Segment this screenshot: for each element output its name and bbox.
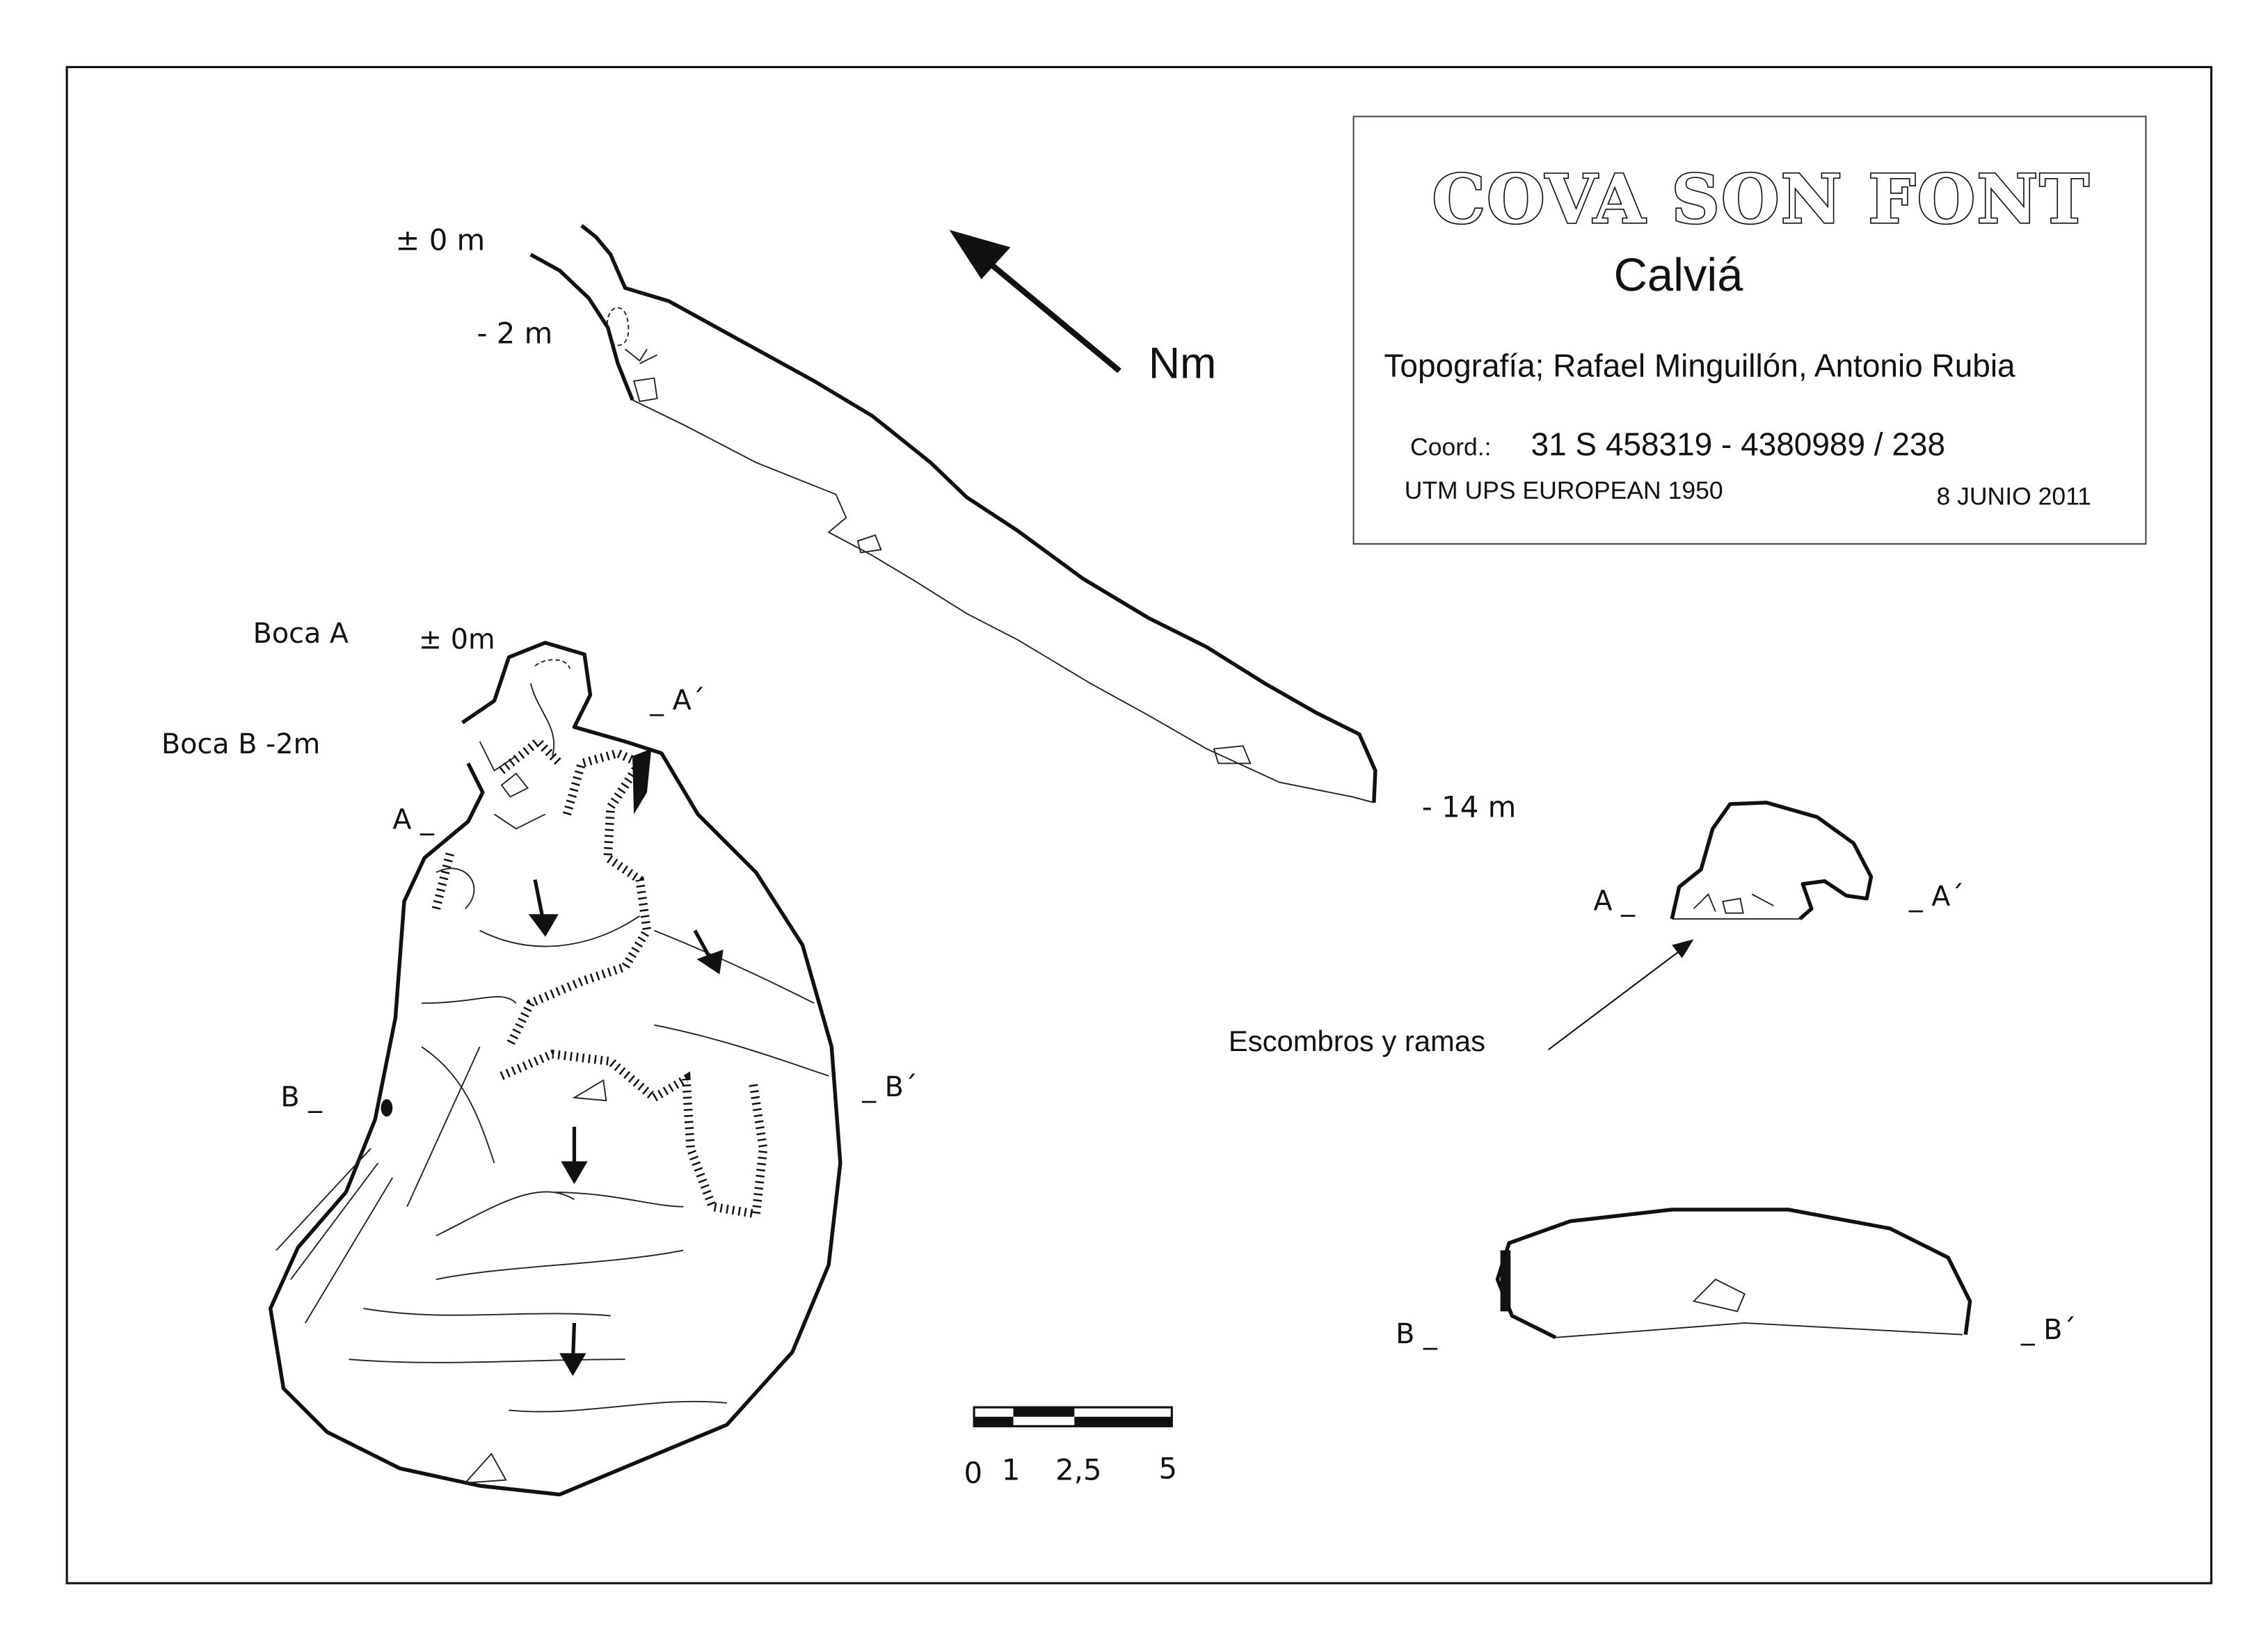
depth-label-top: ± 0 m bbox=[395, 223, 485, 257]
debris-annotation: Escombros y ramas bbox=[1229, 1025, 1485, 1057]
municipality: Calviá bbox=[1614, 249, 1744, 301]
scale-label-0: 0 bbox=[964, 1456, 983, 1490]
coord-value: 31 S 458319 - 4380989 / 238 bbox=[1531, 426, 1946, 462]
cave-plan: Boca A ± 0m Boca B -2m A _ _ A´ B _ _ B´ bbox=[161, 618, 918, 1497]
coord-label: Coord.: bbox=[1410, 433, 1491, 460]
scale-bar: 0 1 2,5 5 bbox=[964, 1406, 1178, 1490]
longitudinal-profile: ± 0 m - 2 m - 14 m bbox=[395, 223, 1516, 824]
cave-title: COVA SON FONT bbox=[1432, 160, 2091, 239]
section-a-left-label: A _ bbox=[1593, 885, 1636, 917]
depth-label-bottom: - 14 m bbox=[1422, 790, 1517, 824]
cross-section-b: B _ _ B´ bbox=[1396, 1208, 2077, 1350]
section-a-marker-left: A _ bbox=[392, 803, 435, 835]
scale-label-1: 1 bbox=[1002, 1453, 1021, 1487]
survey-date: 8 JUNIO 2011 bbox=[1937, 482, 2091, 510]
section-a-right-label: _ A´ bbox=[1908, 881, 1964, 913]
title-block: COVA SON FONT Calviá Topografía; Rafael … bbox=[1352, 115, 2147, 545]
survey-credits: Topografía; Rafael Minguillón, Antonio R… bbox=[1384, 348, 2015, 384]
north-label: Nm bbox=[1149, 339, 1217, 388]
map-border bbox=[65, 65, 2213, 1585]
datum: UTM UPS EUROPEAN 1950 bbox=[1405, 476, 1723, 504]
section-b-marker-right: _ B´ bbox=[861, 1071, 918, 1103]
section-b-marker-left: B _ bbox=[280, 1082, 323, 1114]
scale-label-5: 5 bbox=[1159, 1452, 1178, 1486]
section-a-marker-right: _ A´ bbox=[649, 684, 705, 716]
boca-b-label: Boca B -2m bbox=[161, 728, 320, 760]
section-b-left-label: B _ bbox=[1396, 1318, 1438, 1350]
section-b-right-label: _ B´ bbox=[2020, 1314, 2077, 1346]
cross-section-a: A _ _ A´ Escombros y ramas bbox=[1229, 801, 1964, 1057]
slope-arrows bbox=[528, 879, 724, 1377]
depth-label-2m: - 2 m bbox=[477, 316, 552, 350]
boca-a-label: Boca A bbox=[253, 618, 349, 650]
north-arrow-icon: Nm bbox=[949, 230, 1217, 388]
scale-label-2-5: 2,5 bbox=[1055, 1453, 1101, 1487]
boca-a-depth: ± 0m bbox=[419, 623, 495, 655]
